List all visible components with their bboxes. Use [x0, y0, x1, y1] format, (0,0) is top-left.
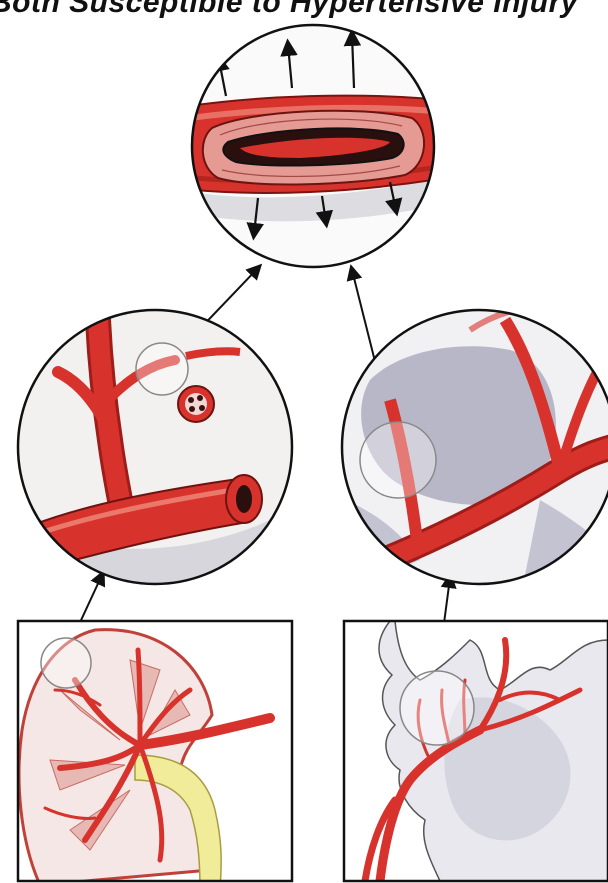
bottom-right-panel	[344, 621, 608, 881]
magnifier-lens	[400, 671, 474, 745]
top-panel	[175, 25, 445, 267]
middle-left-panel	[18, 310, 292, 600]
bottom-left-panel	[18, 621, 292, 883]
magnifier-lens	[41, 638, 91, 688]
middle-right-panel	[342, 306, 608, 600]
magnifier-lens	[136, 343, 188, 395]
magnifier-lens	[360, 422, 436, 498]
